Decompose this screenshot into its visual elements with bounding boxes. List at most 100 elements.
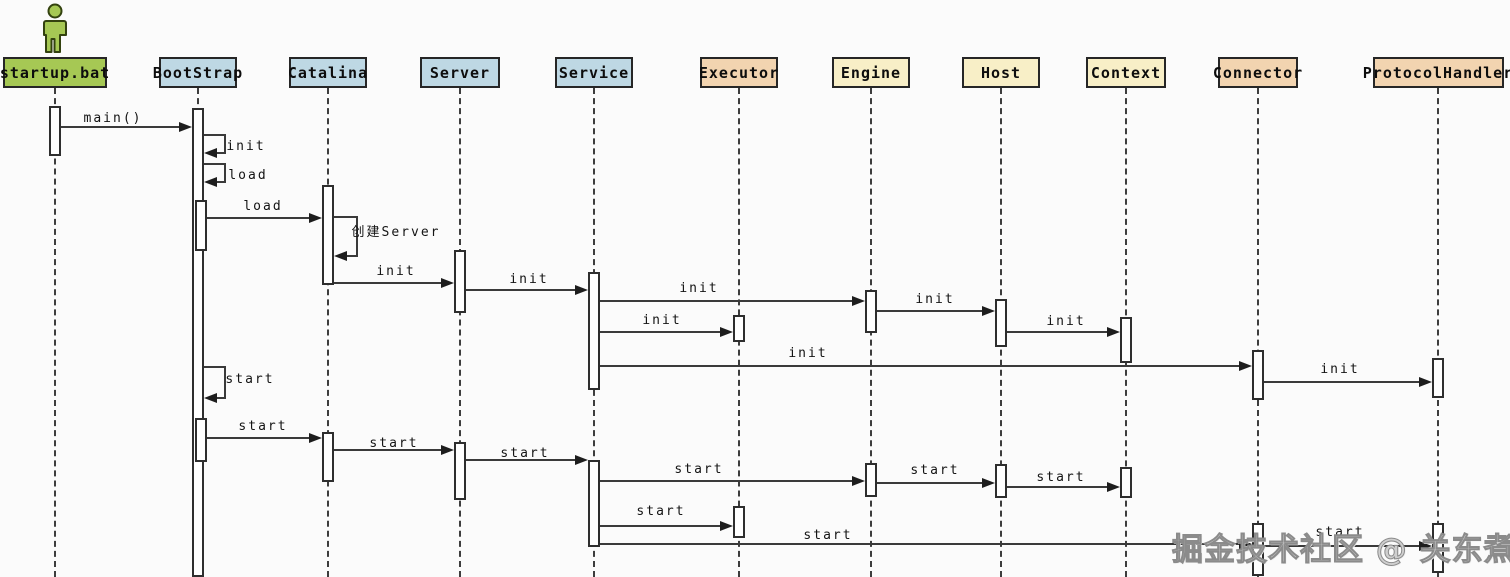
message-line [877, 310, 984, 312]
self-message-right-line [224, 163, 226, 183]
self-message-right-line [224, 366, 226, 399]
message-label: init [788, 346, 828, 361]
participant-label-executor: Executor [698, 63, 780, 82]
lifeline-catalina [327, 88, 329, 577]
message-line [334, 449, 443, 451]
activation-bar-catalina [322, 432, 334, 482]
lifeline-startup [54, 88, 56, 577]
arrow-head-icon [1419, 541, 1432, 551]
activation-bar-service [588, 272, 600, 390]
activation-bar-host [995, 464, 1007, 498]
message-label: init [1046, 314, 1086, 329]
arrow-head-icon [309, 433, 322, 443]
message-label: init [642, 313, 682, 328]
arrow-head-icon [982, 306, 995, 316]
arrow-head-icon [1239, 539, 1252, 549]
activation-bar-executor [733, 315, 745, 342]
participant-box-protocol: ProtocolHandler [1363, 57, 1510, 88]
participant-box-executor: Executor [698, 57, 780, 88]
participant-box-context: Context [1086, 57, 1166, 88]
message-line [466, 459, 577, 461]
arrow-head-icon [334, 251, 347, 261]
lifeline-server [459, 88, 461, 577]
participant-label-server: Server [429, 63, 491, 82]
message-line [1007, 486, 1109, 488]
message-line [207, 217, 311, 219]
message-label: init [509, 272, 549, 287]
participant-box-bootstrap: BootStrap [153, 57, 242, 88]
message-line [334, 282, 443, 284]
participant-label-service: Service [558, 63, 630, 82]
arrow-head-icon [1107, 327, 1120, 337]
self-message-top-line [334, 216, 358, 218]
message-line [600, 300, 854, 302]
message-line [600, 525, 722, 527]
arrow-head-icon [441, 445, 454, 455]
arrow-head-icon [720, 327, 733, 337]
activation-bar-context [1120, 467, 1132, 498]
activation-bar-server [454, 250, 466, 313]
message-label: start [225, 372, 275, 387]
activation-bar-protocol [1432, 523, 1444, 573]
participant-label-bootstrap: BootStrap [152, 63, 244, 82]
participant-box-connector: Connector [1213, 57, 1302, 88]
participant-label-host: Host [980, 63, 1022, 82]
lifeline-connector [1257, 88, 1259, 577]
participant-box-server: Server [420, 57, 500, 88]
arrow-head-icon [575, 285, 588, 295]
message-line [600, 543, 1241, 545]
participant-label-catalina: Catalina [287, 63, 369, 82]
participant-label-context: Context [1090, 63, 1162, 82]
arrow-head-icon [1107, 482, 1120, 492]
message-line [1264, 545, 1421, 547]
self-message-top-line [204, 366, 226, 368]
activation-bar-protocol [1432, 358, 1444, 398]
message-label: start [238, 419, 288, 434]
arrow-head-icon [982, 478, 995, 488]
activation-bar-service [588, 460, 600, 547]
arrow-head-icon [852, 476, 865, 486]
message-line [61, 126, 181, 128]
watermark: 掘金技术社区 @ 关东煮大刀 [1172, 532, 1510, 569]
arrow-head-icon [441, 278, 454, 288]
message-label: load [228, 168, 268, 183]
message-label: 创建Server [351, 225, 441, 240]
self-message-right-line [224, 134, 226, 154]
self-message-bottom-line [345, 255, 358, 257]
message-line [600, 365, 1241, 367]
activation-bar-catalina [322, 185, 334, 285]
arrow-head-icon [1239, 361, 1252, 371]
self-message-right-line [356, 216, 358, 257]
participant-box-engine: Engine [832, 57, 910, 88]
message-label: start [1315, 525, 1365, 540]
message-line [207, 437, 311, 439]
activation-bar-executor [733, 506, 745, 538]
participant-label-connector: Connector [1212, 63, 1304, 82]
self-message-bottom-line [215, 152, 226, 154]
arrow-head-icon [204, 177, 217, 187]
message-line [1007, 331, 1109, 333]
arrow-head-icon [204, 393, 217, 403]
self-message-top-line [204, 134, 226, 136]
arrow-head-icon [309, 213, 322, 223]
message-line [877, 482, 984, 484]
message-line [600, 331, 722, 333]
message-line [1264, 381, 1421, 383]
message-label: load [243, 199, 283, 214]
lifeline-protocol [1437, 88, 1439, 577]
message-label: init [915, 292, 955, 307]
message-label: start [636, 504, 686, 519]
message-label: start [674, 462, 724, 477]
activation-bar-connector [1252, 523, 1264, 576]
participant-box-service: Service [555, 57, 633, 88]
participant-box-catalina: Catalina [287, 57, 369, 88]
activation-bar-context [1120, 317, 1132, 363]
activation-bar-bootstrap [195, 200, 207, 251]
activation-bar-engine [865, 290, 877, 333]
activation-bar-connector [1252, 350, 1264, 400]
message-label: start [369, 436, 419, 451]
message-label: start [910, 463, 960, 478]
activation-bar-engine [865, 463, 877, 497]
arrow-head-icon [852, 296, 865, 306]
